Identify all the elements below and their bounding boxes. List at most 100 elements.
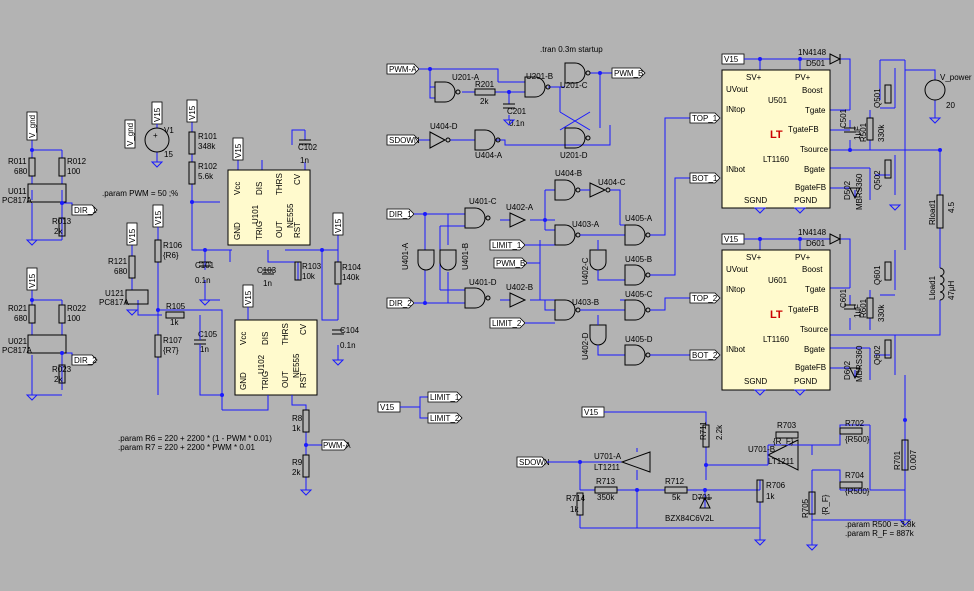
svg-text:R8: R8	[292, 414, 303, 423]
svg-text:100: 100	[67, 167, 81, 176]
svg-text:TRIG: TRIG	[261, 371, 270, 390]
svg-text:U501: U501	[768, 96, 788, 105]
svg-text:V15: V15	[128, 228, 137, 243]
svg-text:1µF: 1µF	[853, 304, 862, 318]
u121-body	[125, 289, 149, 305]
svg-text:.param R_F = 887k: .param R_F = 887k	[845, 529, 915, 538]
r012	[58, 157, 66, 177]
svg-text:Rload1: Rload1	[928, 199, 937, 225]
svg-text:350k: 350k	[597, 493, 615, 502]
svg-text:V15: V15	[244, 290, 253, 305]
svg-text:INtop: INtop	[726, 285, 746, 294]
svg-text:R704: R704	[845, 471, 865, 480]
svg-text:SV+: SV+	[746, 73, 762, 82]
svg-text:R201: R201	[475, 80, 495, 89]
svg-text:680: 680	[14, 167, 28, 176]
svg-text:348k: 348k	[198, 142, 216, 151]
svg-text:Tgate: Tgate	[805, 106, 826, 115]
limit1-out-label: LIMIT_1	[427, 391, 463, 403]
svg-text:5k: 5k	[672, 493, 681, 502]
svg-text:R011: R011	[8, 157, 27, 166]
svg-text:Tgate: Tgate	[805, 285, 826, 294]
svg-text:Boost: Boost	[802, 265, 823, 274]
svg-text:Tsource: Tsource	[800, 325, 829, 334]
svg-text:U701-A: U701-A	[594, 452, 622, 461]
svg-text:2k: 2k	[292, 468, 301, 477]
svg-text:2k: 2k	[54, 375, 63, 384]
svg-text:C201: C201	[507, 107, 527, 116]
svg-text:LT1160: LT1160	[763, 155, 789, 164]
svg-text:V15: V15	[234, 143, 243, 158]
svg-text:1N4148: 1N4148	[798, 48, 827, 57]
svg-text:U402-A: U402-A	[506, 203, 534, 212]
driver-section: V15 SV+ PV+ UVout Boost INtop Tgate Tgat…	[721, 48, 972, 420]
svg-text:LT: LT	[770, 309, 783, 321]
svg-text:C104: C104	[340, 326, 360, 335]
svg-text:D501: D501	[806, 59, 826, 68]
sdown-label-logic: SDOWN	[386, 134, 420, 146]
svg-text:{R_F}: {R_F}	[773, 437, 794, 446]
svg-text:UVout: UVout	[726, 85, 749, 94]
svg-text:R104: R104	[342, 263, 362, 272]
svg-text:C101: C101	[195, 261, 215, 270]
svg-text:U401-A: U401-A	[401, 242, 410, 270]
pwm-b-out-label: PWM_B	[611, 67, 646, 79]
svg-text:Q502: Q502	[873, 170, 882, 190]
svg-text:LIMIT_1: LIMIT_1	[430, 393, 460, 402]
svg-text:.tran 0.3m startup: .tran 0.3m startup	[540, 45, 603, 54]
svg-text:DIR_2: DIR_2	[74, 356, 97, 365]
svg-text:TRIG: TRIG	[255, 221, 264, 240]
svg-text:1n: 1n	[200, 345, 209, 354]
svg-text:PWM_B: PWM_B	[496, 259, 525, 268]
svg-text:R107: R107	[163, 336, 183, 345]
svg-text:DIR_1: DIR_1	[74, 206, 97, 215]
svg-text:Q501: Q501	[873, 88, 882, 108]
svg-text:R103: R103	[302, 262, 322, 271]
svg-text:U201-A: U201-A	[452, 73, 480, 82]
svg-text:100: 100	[67, 314, 81, 323]
r011	[28, 157, 36, 177]
svg-text:U402-C: U402-C	[581, 257, 590, 285]
svg-text:V15: V15	[584, 408, 599, 417]
svg-text:TgateFB: TgateFB	[788, 305, 819, 314]
dir1-label-logic: DIR_1	[386, 208, 415, 220]
u501-body	[721, 69, 831, 209]
dir2-label-logic: DIR_2	[386, 297, 415, 309]
svg-text:PWM-A: PWM-A	[323, 441, 351, 450]
svg-text:Lload1: Lload1	[928, 275, 937, 300]
svg-text:RST: RST	[293, 222, 302, 238]
svg-text:CV: CV	[293, 173, 302, 185]
svg-text:0.1n: 0.1n	[509, 119, 525, 128]
u011-body	[27, 183, 67, 203]
svg-text:BOT_2: BOT_2	[692, 351, 718, 360]
svg-text:LT1211: LT1211	[768, 457, 794, 466]
svg-text:U404-A: U404-A	[475, 151, 503, 160]
svg-text:D601: D601	[806, 239, 826, 248]
svg-text:PC817A: PC817A	[2, 346, 32, 355]
svg-text:R106: R106	[163, 241, 183, 250]
svg-text:LT1160: LT1160	[763, 335, 789, 344]
svg-text:V1: V1	[164, 126, 174, 135]
svg-text:PGND: PGND	[794, 377, 817, 386]
svg-text:V15: V15	[154, 210, 163, 225]
svg-text:THRS: THRS	[281, 323, 290, 345]
svg-text:U401-C: U401-C	[469, 197, 497, 206]
svg-text:THRS: THRS	[275, 173, 284, 195]
svg-text:PV+: PV+	[795, 253, 811, 262]
svg-text:.param PWM = 50 ;%: .param PWM = 50 ;%	[102, 189, 178, 198]
svg-text:U405-B: U405-B	[625, 255, 652, 264]
svg-text:U401-D: U401-D	[469, 278, 497, 287]
svg-text:BZX84C6V2L: BZX84C6V2L	[665, 514, 714, 523]
svg-text:R714: R714	[566, 494, 586, 503]
svg-text:R706: R706	[766, 481, 786, 490]
svg-text:C501: C501	[839, 108, 848, 128]
svg-text:1k: 1k	[170, 318, 179, 327]
svg-text:R713: R713	[596, 477, 616, 486]
svg-text:330k: 330k	[877, 304, 886, 322]
svg-text:{R500}: {R500}	[845, 435, 870, 444]
svg-text:U404-B: U404-B	[555, 169, 582, 178]
svg-text:20: 20	[946, 101, 955, 110]
svg-text:680: 680	[14, 314, 28, 323]
svg-text:{R500}: {R500}	[845, 487, 870, 496]
